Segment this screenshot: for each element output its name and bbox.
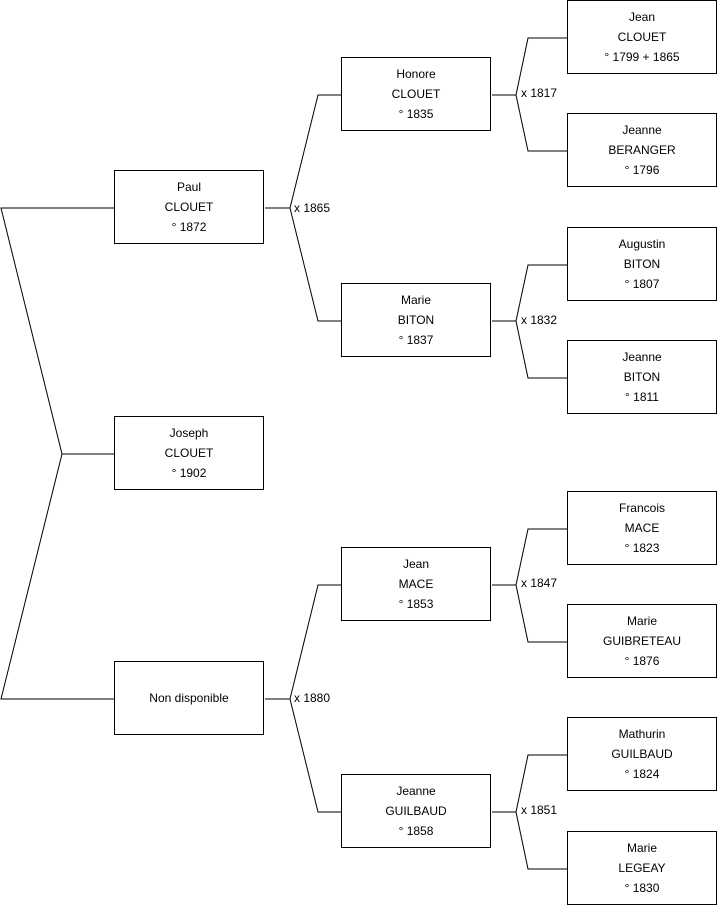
- connector-jean-parents: [492, 528, 567, 643]
- first-name: Mathurin: [618, 727, 666, 741]
- last-name: CLOUET: [164, 446, 214, 460]
- person-box-jeanne-biton[interactable]: Jeanne BITON ° 1811: [567, 340, 717, 414]
- dates: ° 1796: [624, 163, 660, 177]
- unknown-label: Non disponible: [149, 691, 229, 705]
- marriage-label-marie-parents: x 1832: [521, 313, 558, 327]
- connector-marie-parents: [492, 264, 567, 379]
- person-box-unknown[interactable]: Non disponible: [114, 661, 264, 735]
- last-name: LEGEAY: [618, 861, 666, 875]
- last-name: BERANGER: [608, 143, 676, 157]
- person-box-jean-clouet[interactable]: Jean CLOUET ° 1799 + 1865: [567, 0, 717, 74]
- last-name: GUILBAUD: [385, 804, 447, 818]
- connector-jeanne-parents: [492, 754, 567, 870]
- last-name: MACE: [624, 521, 660, 535]
- first-name: Marie: [626, 614, 657, 628]
- last-name: BITON: [623, 370, 661, 384]
- dates: ° 1858: [398, 824, 434, 838]
- last-name: GUILBAUD: [611, 747, 673, 761]
- person-box-francois-mace[interactable]: Francois MACE ° 1823: [567, 491, 717, 565]
- marriage-label-jean-parents: x 1847: [521, 576, 558, 590]
- person-box-marie-guibreteau[interactable]: Marie GUIBRETEAU ° 1876: [567, 604, 717, 678]
- dates: ° 1876: [624, 654, 660, 668]
- dates: ° 1835: [398, 107, 434, 121]
- person-box-marie-legeay[interactable]: Marie LEGEAY ° 1830: [567, 831, 717, 905]
- connector-root: [0, 207, 114, 700]
- first-name: Marie: [626, 841, 657, 855]
- first-name: Jeanne: [396, 784, 436, 798]
- first-name: Jeanne: [622, 123, 662, 137]
- first-name: Paul: [176, 180, 202, 194]
- person-box-jeanne-guilbaud[interactable]: Jeanne GUILBAUD ° 1858: [341, 774, 491, 848]
- dates: ° 1902: [171, 466, 207, 480]
- last-name: CLOUET: [164, 200, 214, 214]
- first-name: Jean: [628, 10, 656, 24]
- first-name: Augustin: [618, 237, 666, 251]
- dates: ° 1807: [624, 277, 660, 291]
- person-box-honore[interactable]: Honore CLOUET ° 1835: [341, 57, 491, 131]
- marriage-label-honore-parents: x 1817: [521, 86, 558, 100]
- dates: ° 1823: [624, 541, 660, 555]
- last-name: CLOUET: [617, 30, 667, 44]
- last-name: GUIBRETEAU: [602, 634, 681, 648]
- connector-honore-parents: [492, 37, 567, 152]
- dates: ° 1824: [624, 767, 660, 781]
- dates: ° 1853: [398, 597, 434, 611]
- marriage-label-paul-parents: x 1865: [294, 201, 331, 215]
- connector-paul-parents: [265, 94, 341, 322]
- dates: ° 1799 + 1865: [604, 50, 680, 64]
- person-box-jeanne-beranger[interactable]: Jeanne BERANGER ° 1796: [567, 113, 717, 187]
- person-box-paul[interactable]: Paul CLOUET ° 1872: [114, 170, 264, 244]
- last-name: CLOUET: [391, 87, 441, 101]
- first-name: Joseph: [169, 426, 209, 440]
- person-box-joseph[interactable]: Joseph CLOUET ° 1902: [114, 416, 264, 490]
- first-name: Jean: [402, 557, 430, 571]
- last-name: MACE: [398, 577, 434, 591]
- first-name: Honore: [396, 67, 436, 81]
- person-box-jean-mace[interactable]: Jean MACE ° 1853: [341, 547, 491, 621]
- first-name: Jeanne: [622, 350, 662, 364]
- person-box-augustin-biton[interactable]: Augustin BITON ° 1807: [567, 227, 717, 301]
- first-name: Francois: [618, 501, 665, 515]
- marriage-label-jeanne-parents: x 1851: [521, 803, 558, 817]
- first-name: Marie: [400, 293, 431, 307]
- dates: ° 1811: [625, 390, 659, 404]
- last-name: BITON: [623, 257, 661, 271]
- connector-unknown-parents: [265, 584, 341, 813]
- marriage-label-unknown-parents: x 1880: [294, 691, 331, 705]
- dates: ° 1830: [624, 881, 660, 895]
- person-box-mathurin-guilbaud[interactable]: Mathurin GUILBAUD ° 1824: [567, 717, 717, 791]
- dates: ° 1837: [398, 333, 434, 347]
- person-box-marie-biton[interactable]: Marie BITON ° 1837: [341, 283, 491, 357]
- dates: ° 1872: [171, 220, 207, 234]
- last-name: BITON: [397, 313, 435, 327]
